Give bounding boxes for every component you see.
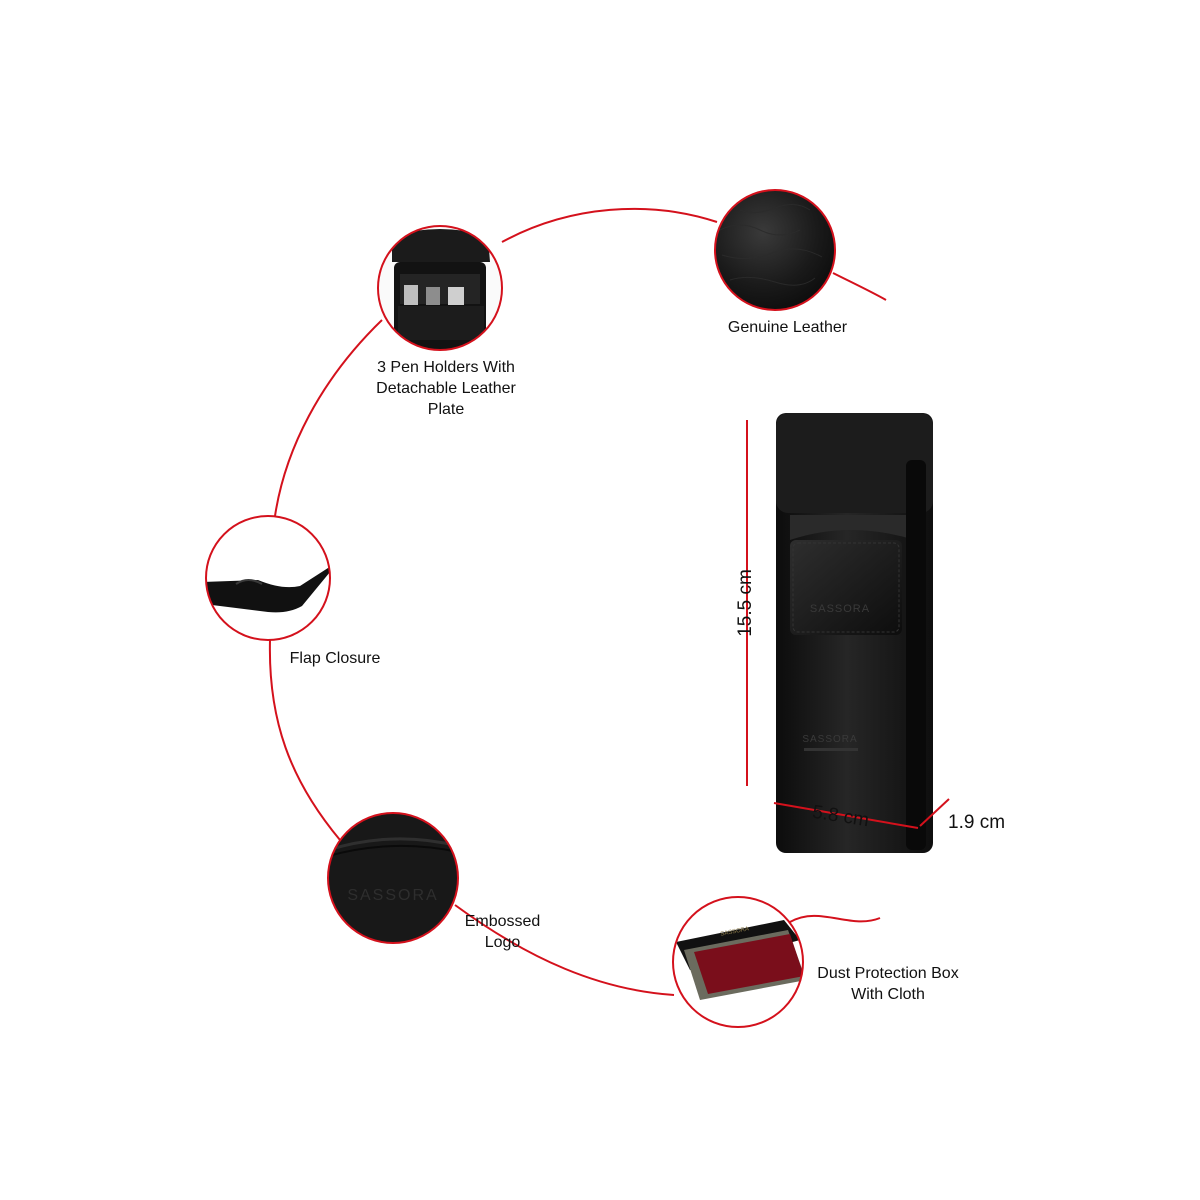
pen-holders-label-line-2: Detachable Leather [376,380,516,397]
pen-holders-label-line-1: 3 Pen Holders With [377,359,515,376]
dust-box-label-line-2: With Cloth [851,986,925,1003]
dust-box-label-line-1: Dust Protection Box [817,965,959,982]
genuine-leather-label: Genuine Leather [710,317,865,338]
dust-box-image: SASSORA [672,896,804,1028]
flap-closure-label-line-1: Flap Closure [289,650,381,667]
embossed-logo-image: SASSORA [327,812,459,944]
pen-holders-label-line-3: Plate [427,401,465,418]
embossed-logo-label: Embossed Logo [455,911,550,953]
connector-arc [268,207,887,996]
embossed-brand-text: SASSORA [347,887,438,904]
genuine-leather-label-line-1: Genuine Leather [727,319,848,336]
pen-holders-label: 3 Pen Holders With Detachable Leather Pl… [366,357,526,420]
pen-case-product: SASSORA SASSORA [776,413,933,853]
depth-dimension-label: 1.9 cm [948,812,1006,833]
flap-closure-image [205,515,331,641]
case-body-brand-text: SASSORA [802,734,857,745]
flap-closure-label: Flap Closure [275,648,395,669]
height-dimension-label: 15.5 cm [735,569,756,637]
leather-texture-image [714,189,836,311]
dust-box-label: Dust Protection Box With Cloth [808,963,968,1005]
dimension-lines [746,420,950,829]
embossed-logo-label-line-1: Embossed [464,913,541,930]
embossed-logo-label-line-2: Logo [484,934,521,951]
case-flap-brand-text: SASSORA [810,603,870,615]
dust-box-brand-text: SASSORA [720,926,750,937]
pen-holders-image [377,225,503,351]
